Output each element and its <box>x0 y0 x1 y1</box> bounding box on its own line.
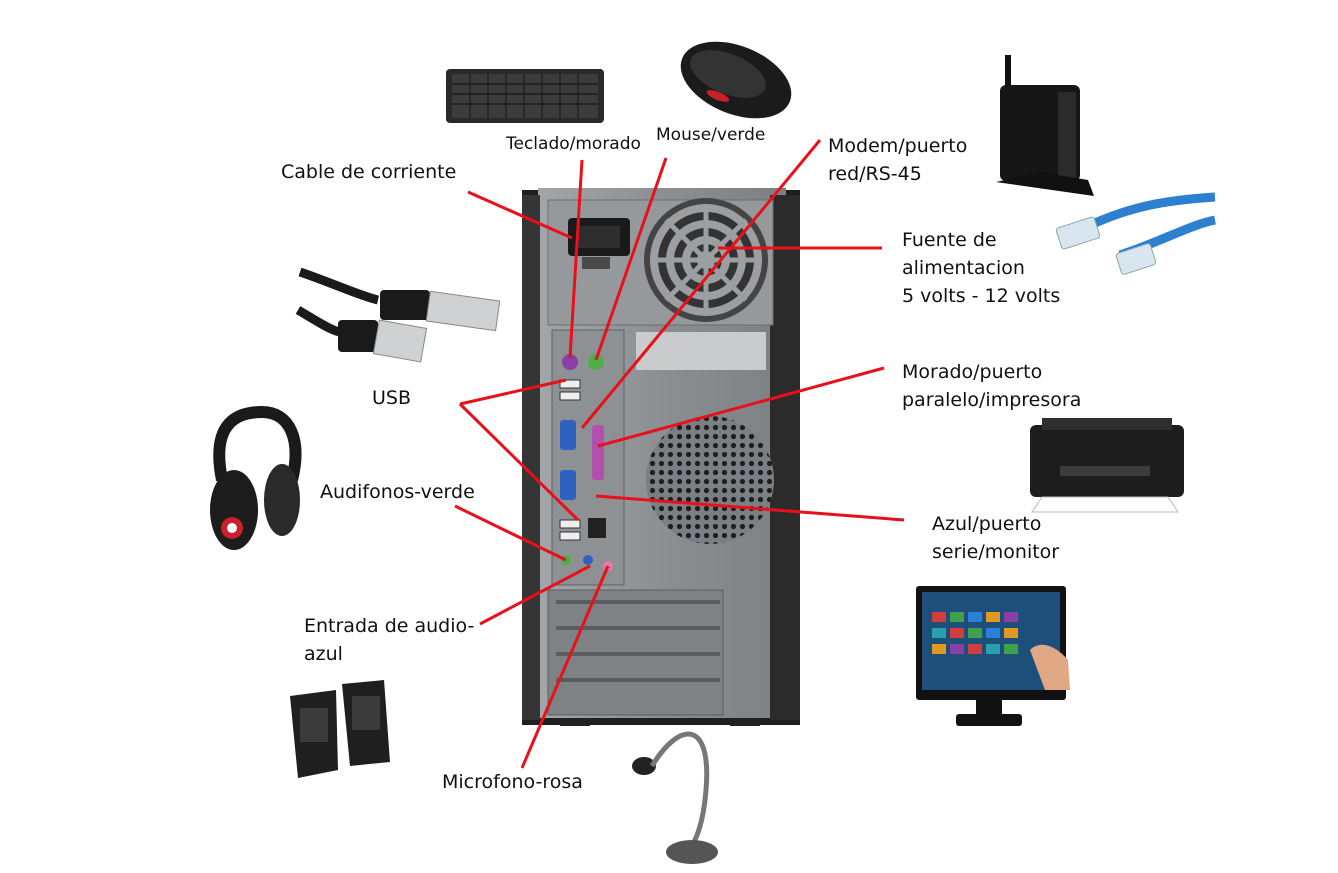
pointer-modem <box>580 139 822 429</box>
pointer-teclado <box>568 159 584 359</box>
pointer-audifonos <box>454 504 567 562</box>
printer-icon <box>1030 418 1184 513</box>
mouse-icon <box>680 41 792 119</box>
keyboard-icon <box>446 69 604 123</box>
pointer-cable <box>467 190 573 240</box>
label-cable-corriente: Cable de corriente <box>281 161 457 183</box>
pointer-usb-1 <box>459 378 567 406</box>
label-usb: USB <box>372 387 412 409</box>
headphones-icon <box>210 405 302 550</box>
usb-cable-icon <box>295 267 501 363</box>
label-modem: Modem/puerto red/RS-45 <box>828 135 968 185</box>
pointer-entrada <box>479 564 591 626</box>
microphone-icon <box>632 731 718 864</box>
monitor-icon <box>916 586 1070 726</box>
router-icon <box>996 55 1094 196</box>
pointer-mouse <box>594 157 668 361</box>
label-paralelo: Morado/puerto paralelo/impresora <box>902 361 1082 411</box>
label-microfono: Microfono-rosa <box>442 771 583 793</box>
computer-tower-icon <box>522 188 800 726</box>
ethernet-cable-icon <box>1055 192 1216 275</box>
label-mouse: Mouse/verde <box>656 125 766 145</box>
pointer-lines <box>454 139 905 769</box>
pointer-serie <box>595 494 905 522</box>
pointer-paralelo <box>597 366 885 448</box>
pointer-usb-2 <box>458 402 580 522</box>
label-entrada-audio: Entrada de audio- azul <box>304 615 475 665</box>
speakers-icon <box>290 680 390 778</box>
label-fuente: Fuente de alimentacion 5 volts - 12 volt… <box>902 229 1061 307</box>
label-audifonos: Audifonos-verde <box>320 481 475 503</box>
label-teclado: Teclado/morado <box>506 134 641 154</box>
pointer-microfono <box>520 565 610 769</box>
label-serie: Azul/puerto serie/monitor <box>932 513 1060 563</box>
